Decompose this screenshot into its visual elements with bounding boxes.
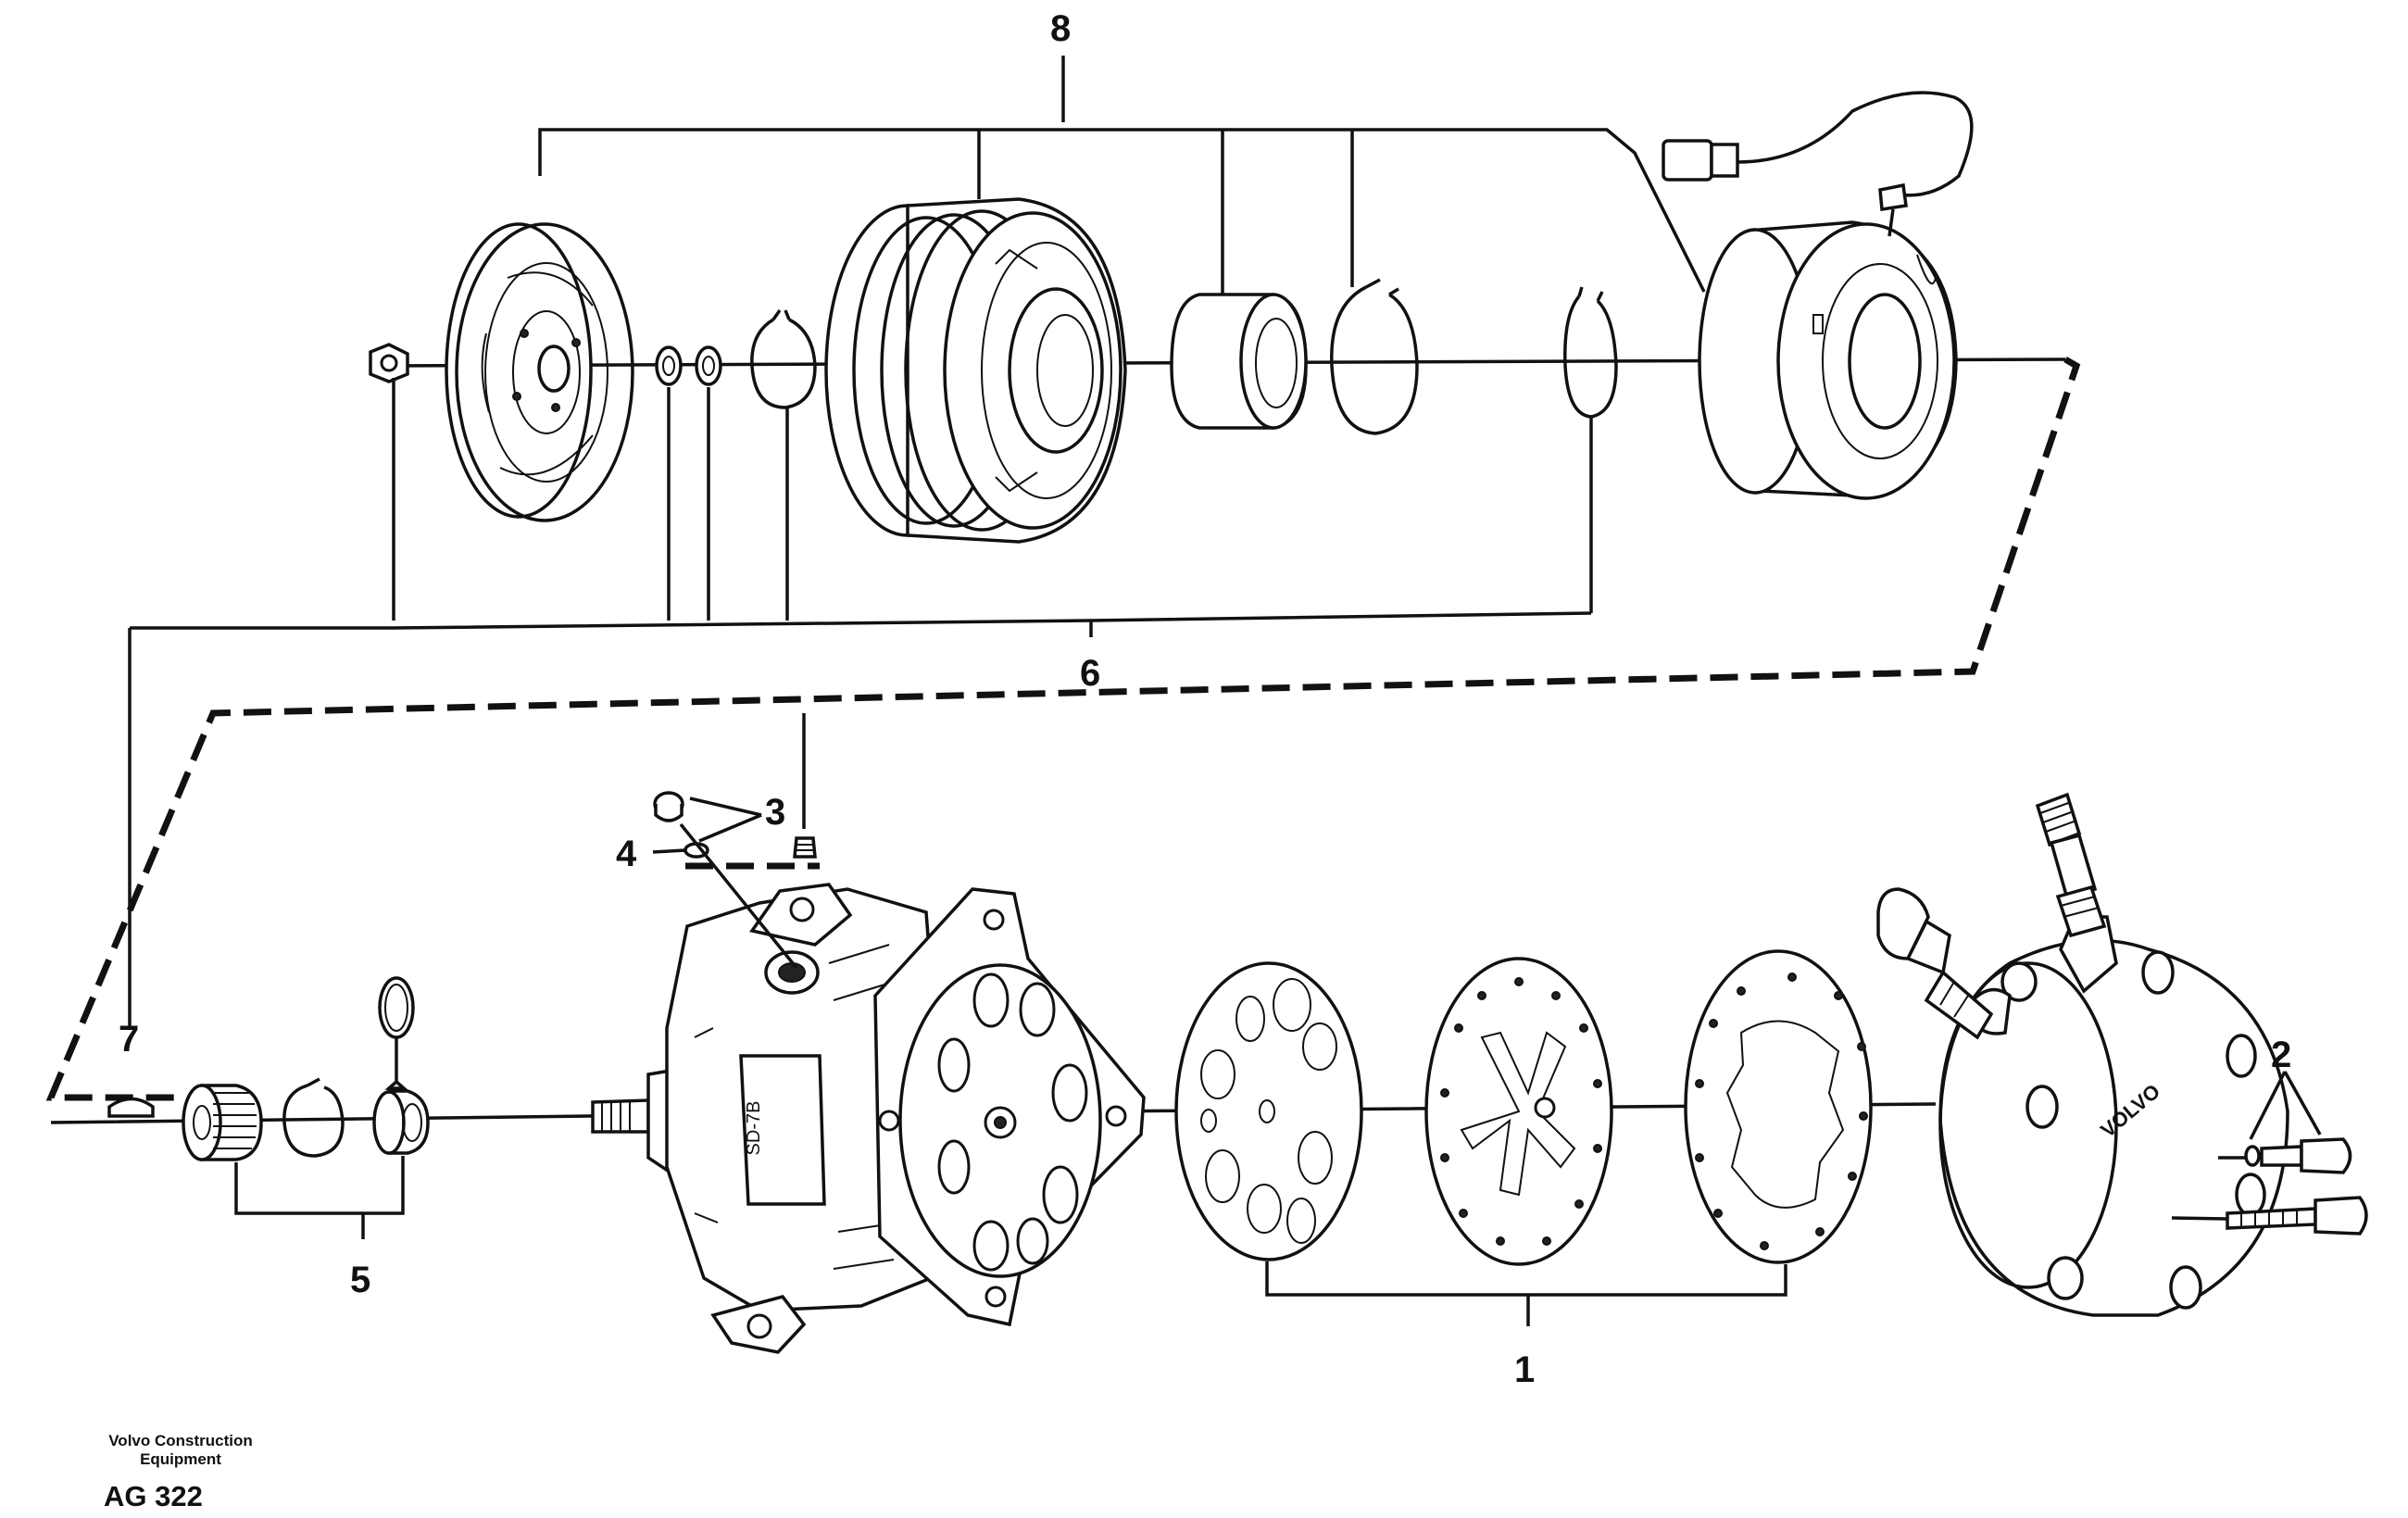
coil-connector <box>1662 91 1974 237</box>
callout-6-leader <box>128 378 1593 1026</box>
callout-7: 7 <box>119 1019 139 1060</box>
seal-seat-and-o-ring <box>372 976 430 1155</box>
document-code: AG 322 <box>104 1480 203 1512</box>
dashed-assembly-outline <box>45 356 2081 1101</box>
clutch-front-plate <box>445 222 634 522</box>
compressor-plate-text: SD-7B <box>744 1101 764 1156</box>
oil-filler-plug <box>653 791 798 970</box>
callout-5-leader <box>234 1156 405 1239</box>
company-line-2: Equipment <box>140 1450 221 1468</box>
callout-2-leader <box>2249 1071 2322 1140</box>
snap-ring-large <box>1330 278 1419 435</box>
callout-4: 4 <box>616 834 637 874</box>
bearing <box>1170 293 1308 430</box>
pulley <box>824 197 1127 544</box>
callout-8-leader <box>538 56 1706 296</box>
shaft-seal-sleeve <box>182 1084 263 1161</box>
service-valve-top <box>2035 792 2107 938</box>
callout-1: 1 <box>1514 1349 1535 1390</box>
callout-5: 5 <box>350 1260 370 1300</box>
callout-6: 6 <box>1080 653 1100 694</box>
shim-washers <box>655 345 722 386</box>
company-line-1: Volvo Construction <box>108 1432 253 1449</box>
nut <box>369 343 409 383</box>
cover-bolt-short <box>2218 1137 2352 1174</box>
valve-plate-gasket-front <box>1174 961 1363 1261</box>
callout-3-leader <box>689 797 762 843</box>
snap-ring-rear <box>1563 286 1618 419</box>
callout-1-leader <box>1265 1261 1787 1326</box>
reed-valve-plate <box>1424 957 1613 1266</box>
field-coil <box>1698 220 1958 500</box>
callout-3: 3 <box>765 792 785 833</box>
company-name: Volvo Construction Equipment <box>0 1432 361 1469</box>
callout-2: 2 <box>2271 1035 2291 1075</box>
head-gasket <box>1684 949 1873 1264</box>
cover-bolt-long <box>2171 1196 2368 1236</box>
callout-8: 8 <box>1050 8 1071 49</box>
shaft-key <box>107 1097 155 1118</box>
small-plug <box>793 836 817 859</box>
compressor-body <box>591 883 1146 1354</box>
snap-ring-front <box>750 308 817 409</box>
callout-4-leader <box>652 848 686 854</box>
service-valve-side <box>1876 887 1994 1040</box>
snap-ring-lower <box>282 1077 345 1158</box>
